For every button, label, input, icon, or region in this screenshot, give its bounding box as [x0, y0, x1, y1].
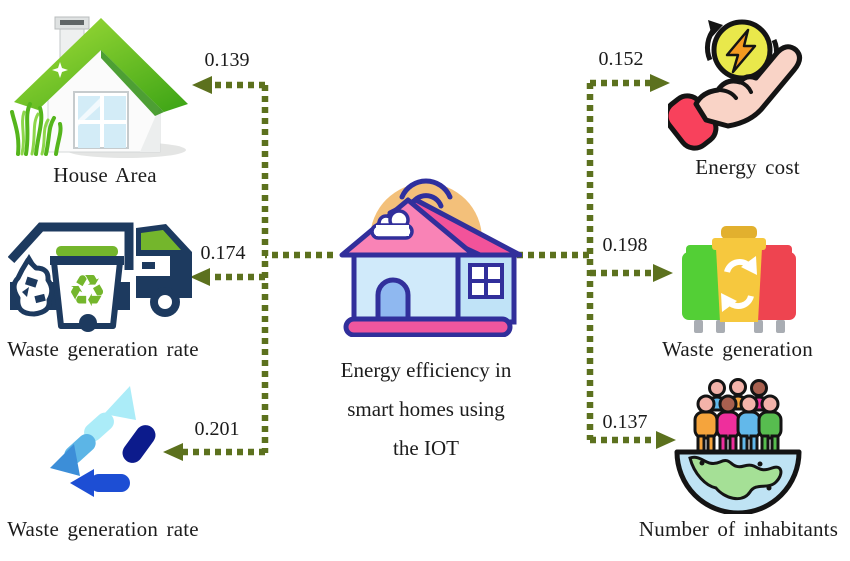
weight-waste-rate-recycle: 0.201: [194, 418, 240, 440]
center-title-line1: Energy efficiency in: [340, 358, 512, 382]
waste-bins-icon: [682, 226, 796, 333]
arrowhead-energy: [650, 74, 670, 92]
arrowhead-bins: [653, 264, 673, 282]
green-house-icon: [10, 16, 188, 158]
label-number-inhabitants: Number of inhabitants: [638, 517, 839, 541]
energy-cost-hand-icon: [668, 19, 802, 151]
arrowhead-globe: [656, 431, 676, 449]
svg-text:♻: ♻: [67, 266, 106, 317]
arrowhead-house: [192, 76, 212, 94]
label-energy-cost: Energy cost: [695, 155, 800, 179]
arrowhead-truck: [190, 268, 210, 286]
arrowhead-recycle: [163, 443, 183, 461]
recycle-arrows-icon: [50, 386, 156, 497]
label-waste-rate-recycle: Waste generation rate: [7, 517, 199, 541]
center-title-line3: the IOT: [393, 436, 459, 460]
smart-home-iot-icon: [339, 178, 522, 337]
center-title: Energy efficiency in smart homes using t…: [323, 351, 529, 468]
weight-waste-generation: 0.198: [602, 234, 648, 256]
weight-waste-rate-truck: 0.174: [200, 242, 246, 264]
weight-house-area: 0.139: [204, 49, 250, 71]
label-waste-rate-truck: Waste generation rate: [7, 337, 199, 361]
center-title-line2: smart homes using: [347, 397, 505, 421]
globe-people-icon: [674, 378, 802, 514]
garbage-truck-icon: ♻: [8, 222, 192, 332]
weight-energy-cost: 0.152: [598, 48, 644, 70]
label-house-area: House Area: [53, 163, 157, 187]
label-waste-generation: Waste generation: [662, 337, 813, 361]
weight-number-inhabitants: 0.137: [602, 411, 648, 433]
